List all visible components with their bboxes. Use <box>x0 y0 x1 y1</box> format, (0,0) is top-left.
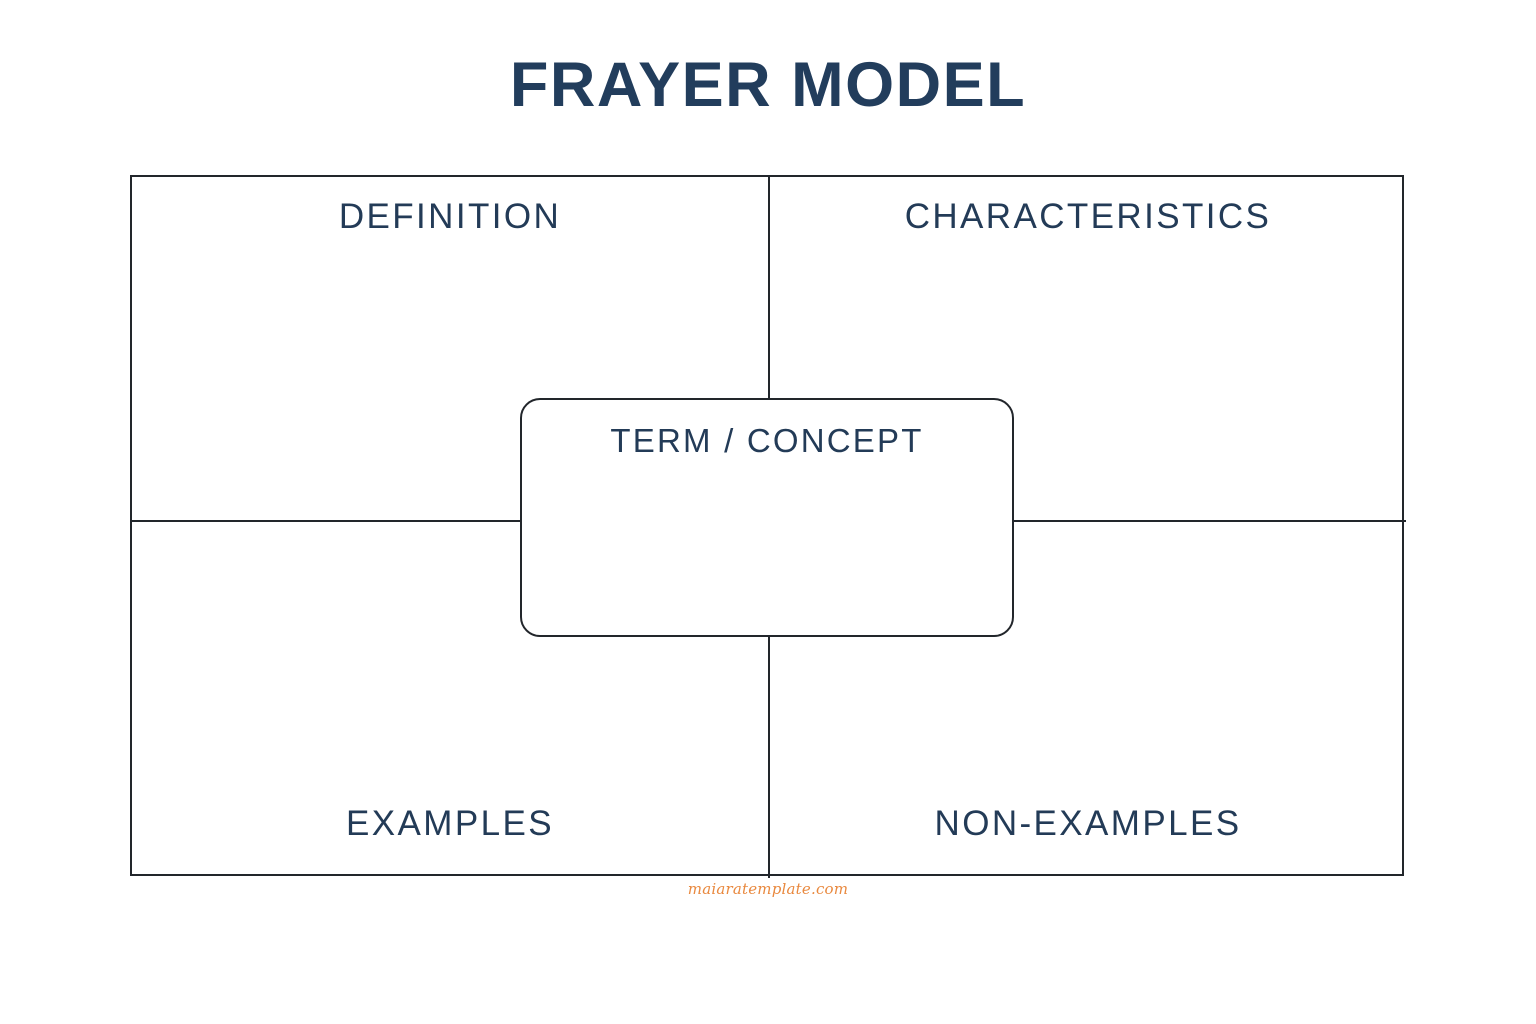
quadrant-label-definition: DEFINITION <box>338 197 562 236</box>
quadrant-label-non-examples: NON-EXAMPLES <box>934 804 1242 844</box>
quadrant-label-characteristics: CHARACTERISTICS <box>904 197 1272 236</box>
center-term-concept-label: TERM / CONCEPT <box>610 422 924 459</box>
frayer-model-grid: DEFINITION CHARACTERISTICS EXAMPLES NON-… <box>130 175 1406 878</box>
page-title: FRAYER MODEL <box>509 50 1027 120</box>
quadrant-characteristics[interactable]: CHARACTERISTICS <box>770 177 1406 520</box>
quadrant-label-examples: EXAMPLES <box>346 804 554 844</box>
watermark-text: maiaratemplate.com <box>687 880 849 898</box>
center-term-concept-box[interactable]: TERM / CONCEPT <box>520 398 1014 637</box>
quadrant-non-examples[interactable]: NON-EXAMPLES <box>770 522 1406 865</box>
quadrant-definition[interactable]: DEFINITION <box>132 177 768 520</box>
quadrant-examples[interactable]: EXAMPLES <box>132 522 768 865</box>
